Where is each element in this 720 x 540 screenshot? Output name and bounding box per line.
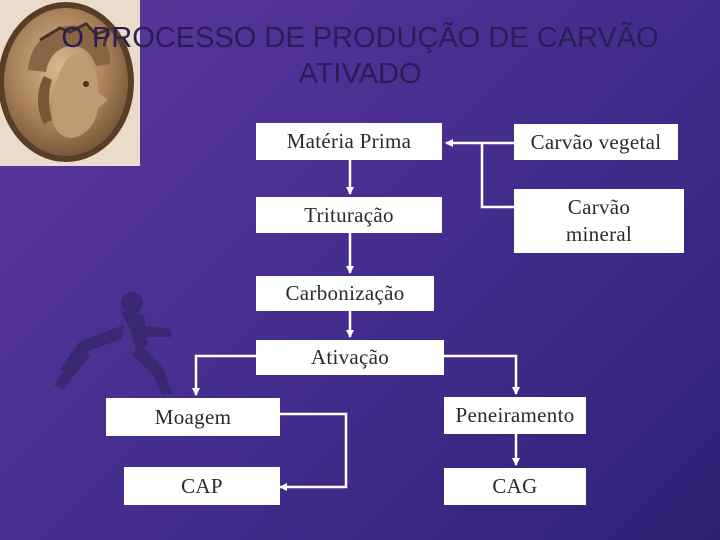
node-materia-prima: Matéria Prima <box>256 123 442 160</box>
node-peneiramento: Peneiramento <box>444 397 586 434</box>
arrow-to-peneiramento <box>444 354 520 395</box>
node-cap: CAP <box>124 467 280 505</box>
node-cag: CAG <box>444 468 586 505</box>
connector-sources <box>480 141 514 209</box>
sprinter-silhouette-image <box>54 292 172 395</box>
page-title: O PROCESSO DE PRODUÇÃO DE CARVÃO ATIVADO <box>61 22 659 90</box>
node-carvao-mineral: Carvão mineral <box>514 189 684 253</box>
medallion-image <box>0 0 140 166</box>
arrow-to-cap <box>279 412 348 491</box>
node-ativacao: Ativação <box>256 340 444 375</box>
node-moagem: Moagem <box>106 398 280 436</box>
node-carvao-vegetal: Carvão vegetal <box>514 124 678 160</box>
node-carbonizacao: Carbonização <box>256 276 434 311</box>
arrow-to-moagem <box>192 354 256 396</box>
node-trituracao: Trituração <box>256 197 442 233</box>
